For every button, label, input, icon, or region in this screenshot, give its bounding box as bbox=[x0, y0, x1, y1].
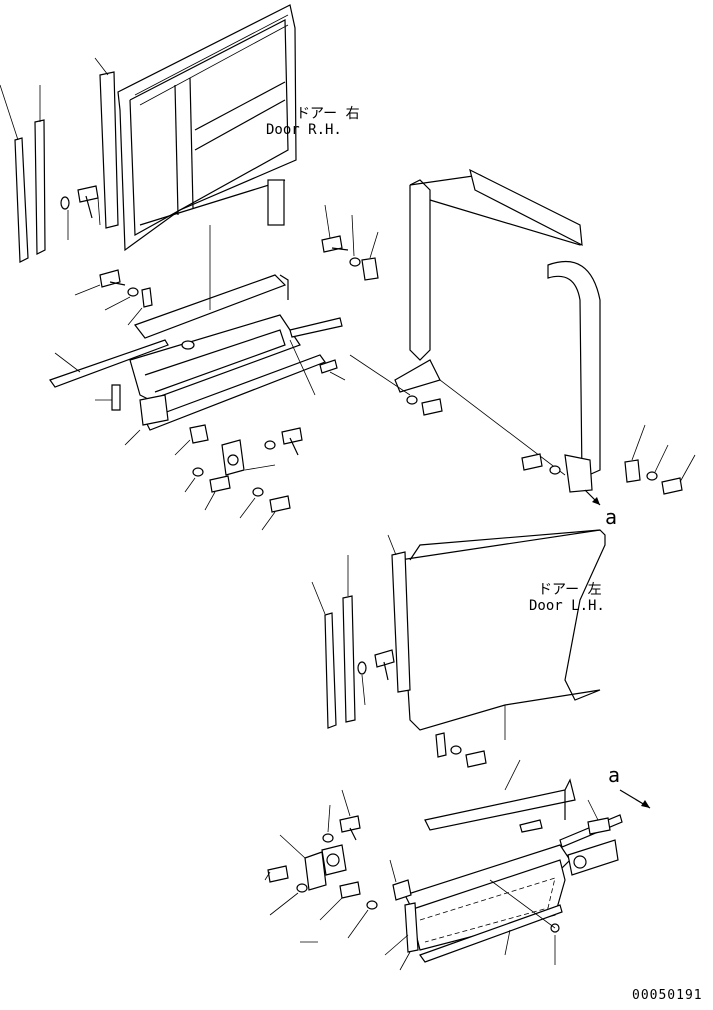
door-pillar-bolts bbox=[321, 204, 696, 495]
door-lh-lower-panel bbox=[384, 839, 619, 971]
door-rh-jp-label: ドアー 右 bbox=[296, 106, 360, 122]
door-rh-lock-assembly bbox=[174, 424, 303, 531]
door-lh-jp-label: ドアー 左 bbox=[538, 582, 602, 598]
door-rh-lower-rail bbox=[134, 225, 289, 339]
door-pillar-frame bbox=[349, 168, 601, 493]
door-rh-hinge-bolts bbox=[74, 269, 153, 326]
ref-a-bottom-label: a bbox=[608, 763, 620, 787]
door-lh-panel bbox=[399, 529, 606, 740]
door-rh-seal-strips bbox=[0, 57, 119, 263]
ref-a-top-label: a bbox=[605, 505, 617, 529]
door-rh-bolts bbox=[60, 185, 101, 240]
drawing-number: 00050191 bbox=[632, 988, 703, 1003]
door-lh-bolts bbox=[357, 649, 487, 768]
ref-arrow-bottom-head bbox=[641, 800, 650, 808]
door-rh-lower-panel bbox=[49, 314, 346, 446]
ref-arrow-top-head bbox=[592, 497, 600, 505]
door-lh-lower-rail bbox=[424, 759, 623, 848]
door-rh-frame bbox=[117, 4, 297, 252]
door-lh-en-label: Door L.H. bbox=[529, 598, 605, 614]
door-lh-seal-strips bbox=[311, 534, 411, 729]
door-rh-en-label: Door R.H. bbox=[266, 122, 342, 138]
door-lh-lock-assembly bbox=[264, 789, 412, 943]
